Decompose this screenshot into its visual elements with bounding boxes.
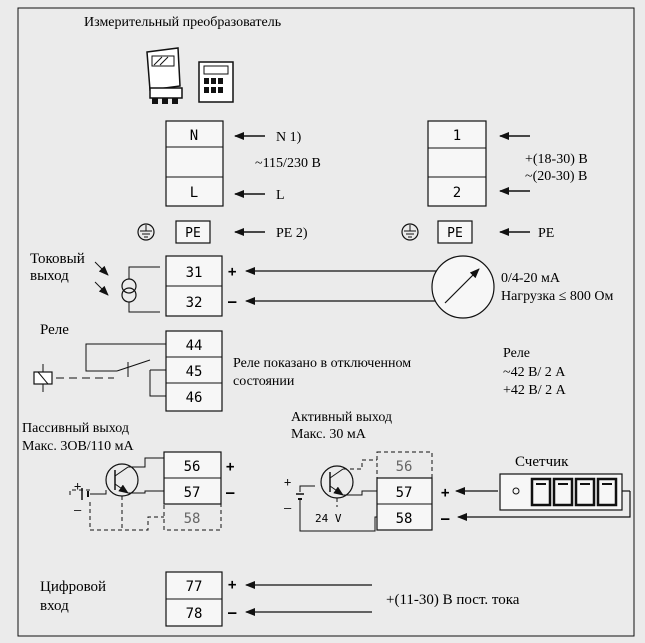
terminal-l: L [190, 185, 198, 201]
terminal-78: 78 [186, 606, 203, 622]
terminal-44: 44 [186, 338, 203, 354]
plus-sign-active: + [441, 485, 449, 501]
power-terminal-block-dc: 1 2 [427, 120, 487, 207]
digital-input-terminal-block: 77 78 [165, 571, 223, 627]
relay-contact-icon [85, 343, 166, 397]
passive-output-terminal-block: 56 57 58 [163, 451, 222, 531]
relay-note-line2: состоянии [233, 374, 295, 389]
counter-label: Счетчик [515, 454, 569, 470]
terminal-46: 46 [186, 390, 203, 406]
passive-terminal-58: 58 [184, 511, 201, 527]
svg-text:+: + [74, 479, 81, 493]
active-terminal-57: 57 [396, 485, 413, 501]
svg-text:–: – [74, 503, 82, 517]
current-source-icon [94, 261, 160, 313]
diagram-title: Измерительный преобразователь [84, 15, 281, 30]
plus-sign-31: + [228, 264, 236, 280]
minus-sign-passive: – [226, 485, 235, 501]
ammeter-icon [431, 255, 495, 319]
passive-terminal-57: 57 [184, 485, 201, 501]
plus-sign-passive: + [226, 459, 234, 475]
relay-spec-dc: +42 В/ 2 А [503, 383, 567, 398]
terminal-31: 31 [186, 265, 203, 281]
relay-terminal-block: 44 45 46 [165, 330, 223, 412]
digital-input-voltage: +(11-30) В пост. тока [386, 592, 520, 608]
label-n: N 1) [276, 130, 302, 145]
wire-active-58 [457, 491, 631, 521]
relay-spec-title: Реле [503, 346, 530, 361]
label-pe-left: PE 2) [276, 226, 308, 241]
power-terminal-block-ac: N L [165, 120, 224, 207]
pe-box-left [175, 220, 211, 244]
pe-box-right [437, 220, 473, 244]
passive-output-max: Макс. 3ОВ/110 мА [22, 439, 135, 454]
active-output-max: Макс. 30 мА [291, 427, 367, 442]
active-terminal-56: 56 [396, 459, 413, 475]
relay-label: Реле [40, 322, 69, 338]
current-load-label: Нагрузка ≤ 800 Ом [501, 289, 614, 304]
minus-sign-78: – [228, 605, 237, 621]
passive-terminal-56: 56 [184, 459, 201, 475]
passive-transistor-icon: + – [69, 457, 164, 531]
current-output-label-1: Токовый [30, 251, 85, 267]
transmitter-icon [146, 47, 183, 104]
wall-mount-housing-icon [198, 61, 234, 103]
minus-sign-32: – [228, 294, 237, 310]
relay-coil-icon [33, 364, 114, 392]
terminal-45: 45 [186, 364, 203, 380]
terminal-2: 2 [453, 185, 461, 201]
pe-box-right-label: PE [447, 226, 463, 241]
ground-icon-right [401, 223, 419, 241]
plus-sign-77: + [228, 577, 236, 593]
relay-spec-ac: ~42 В/ 2 А [503, 365, 566, 380]
svg-text:+: + [284, 475, 291, 489]
counter-icon [499, 473, 623, 511]
label-dc-voltage: +(18-30) В [525, 152, 588, 167]
svg-text:–: – [284, 501, 292, 515]
active-terminal-58: 58 [396, 511, 413, 527]
current-output-label-2: выход [30, 268, 69, 284]
current-range-label: 0/4-20 мА [501, 271, 561, 286]
digital-input-label-1: Цифровой [40, 579, 106, 595]
ground-icon-left [137, 223, 155, 241]
digital-input-label-2: вход [40, 598, 69, 614]
terminal-1: 1 [453, 128, 461, 144]
terminal-77: 77 [186, 579, 203, 595]
active-output-terminal-block: 56 57 58 [376, 451, 433, 531]
relay-note-line1: Реле показано в отключенном [233, 356, 411, 371]
label-l: L [276, 188, 285, 203]
terminal-n: N [190, 128, 198, 144]
label-ac-voltage: ~115/230 В [255, 156, 321, 171]
active-supply-label: 24 V [315, 512, 342, 525]
active-output-title: Активный выход [291, 410, 392, 425]
label-pe-right: PE [538, 226, 554, 241]
minus-sign-active: – [441, 511, 450, 527]
current-output-terminal-block: 31 32 [165, 255, 223, 317]
passive-output-title: Пассивный выход [22, 421, 129, 436]
terminal-32: 32 [186, 295, 203, 311]
pe-box-left-label: PE [185, 226, 201, 241]
label-ac-low-voltage: ~(20-30) В [525, 169, 587, 184]
active-transistor-icon: + – [284, 459, 377, 532]
diagram-frame [17, 7, 635, 637]
